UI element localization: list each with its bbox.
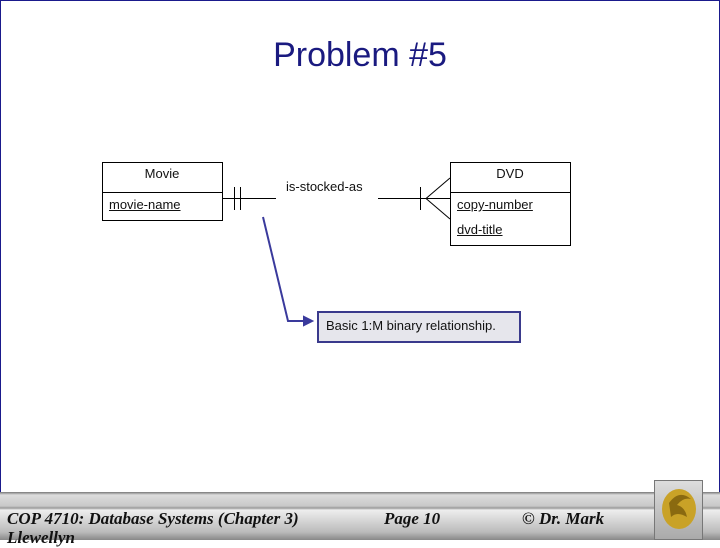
entity-movie-name: Movie	[144, 166, 180, 181]
attribute-movie-name: movie-name	[109, 197, 181, 212]
footer-course: COP 4710: Database Systems (Chapter 3)	[7, 509, 299, 528]
footer-bar	[0, 492, 720, 540]
footer-author-cont: Llewellyn	[7, 528, 75, 547]
one-or-many-marker	[420, 177, 451, 220]
footer-page: Page 10	[384, 509, 441, 528]
attribute-dvd-title: dvd-title	[457, 222, 503, 237]
slide-title: Problem #5	[273, 36, 447, 74]
pegasus-icon	[662, 489, 696, 529]
attribute-copy-number: copy-number	[457, 197, 533, 212]
note-callout: Basic 1:M binary relationship.	[317, 311, 521, 343]
relationship-label: is-stocked-as	[286, 179, 363, 194]
entity-dvd-box	[450, 162, 571, 246]
ucf-logo	[654, 480, 703, 540]
footer-author: © Dr. Mark	[522, 509, 605, 528]
entity-movie-box	[102, 162, 223, 221]
note-pointer-arrow	[262, 216, 315, 327]
entity-dvd-name: DVD	[496, 166, 524, 181]
one-and-only-one-marker	[234, 187, 241, 210]
